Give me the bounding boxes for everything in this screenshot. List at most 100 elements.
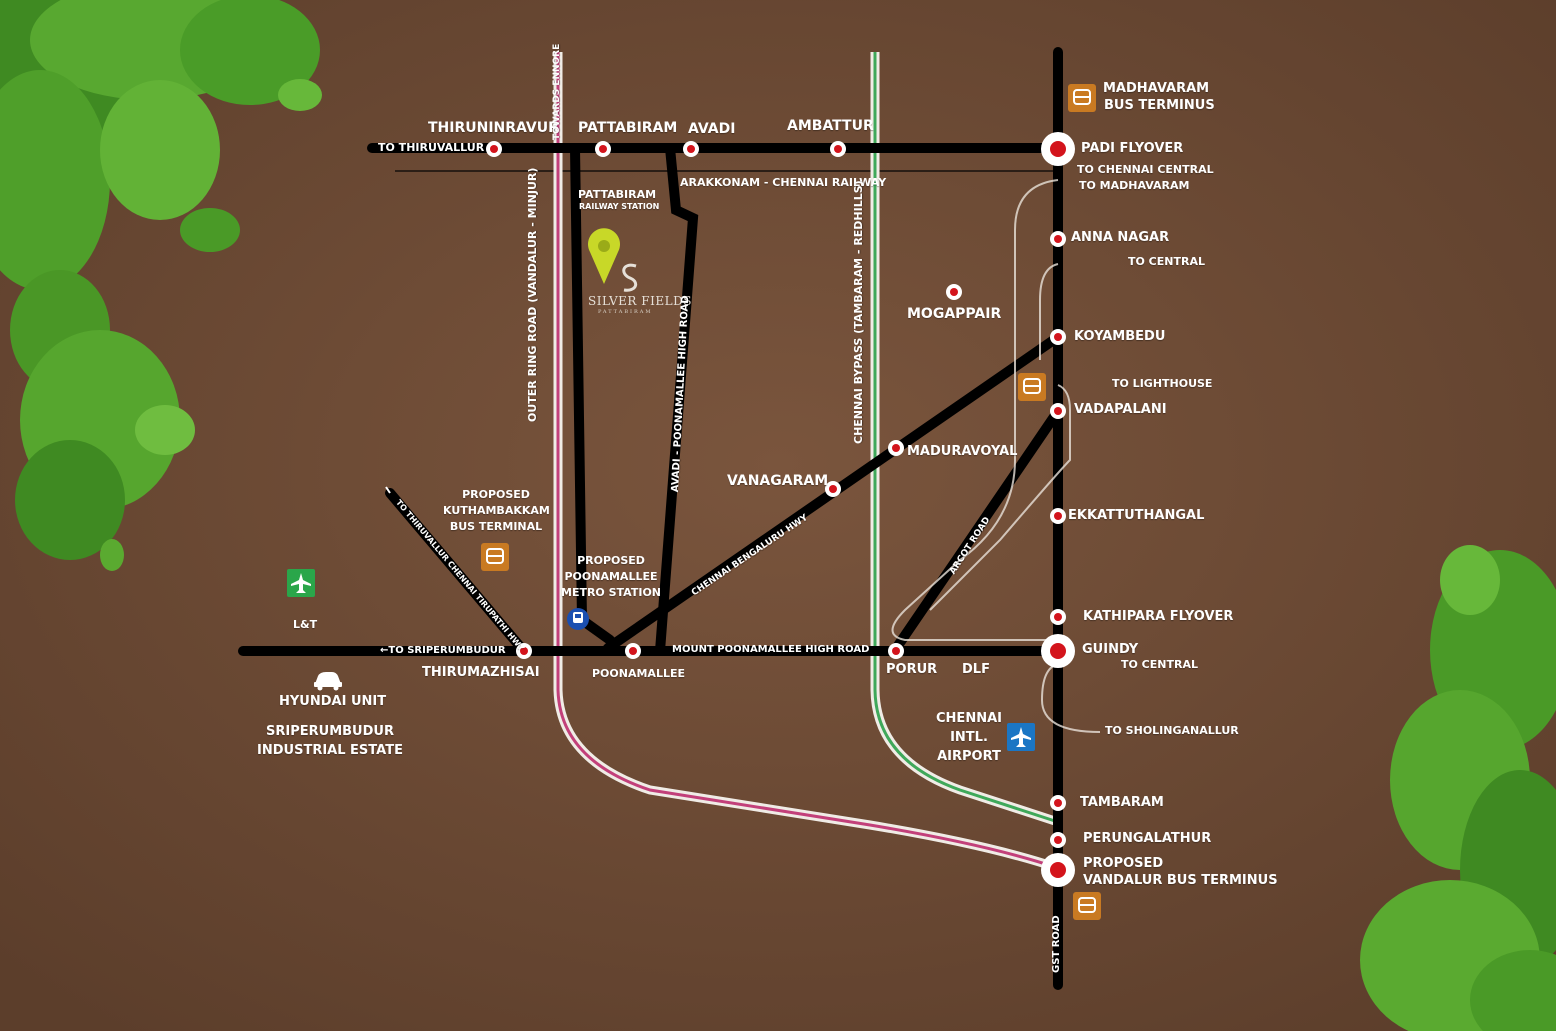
bus-icon-koyambedu <box>1018 373 1046 401</box>
label-to-central-2: TO CENTRAL <box>1121 658 1198 671</box>
label-to-sriperumbudur: ←TO SRIPERUMBUDUR <box>380 645 506 656</box>
label-vanagaram: VANAGARAM <box>727 473 829 489</box>
road-arcot <box>890 406 1063 655</box>
station-thirumazhisai[interactable] <box>516 643 532 659</box>
label-pattabiram-station-1: PATTABIRAM <box>578 188 657 201</box>
label-kuthambakkam-3: BUS TERMINAL <box>449 520 543 533</box>
label-metro-1: PROPOSED <box>577 554 645 567</box>
label-to-sriperumbudur-text: TO SRIPERUMBUDUR <box>388 645 506 656</box>
silver-fields-logo-icon <box>622 263 638 292</box>
label-thiruninravur: THIRUNINRAVUR <box>428 120 559 136</box>
station-vanagaram[interactable] <box>825 481 841 497</box>
outer-ring-road-stripe <box>556 52 1059 870</box>
label-pattabiram: PATTABIRAM <box>578 120 678 136</box>
label-metro-3: METRO STATION <box>561 586 661 599</box>
label-metro: PROPOSED POONAMALLEE METRO STATION <box>561 553 661 601</box>
station-porur[interactable] <box>888 643 904 659</box>
label-kuthambakkam-1: PROPOSED <box>462 488 530 501</box>
label-kathipara: KATHIPARA FLYOVER <box>1083 609 1234 624</box>
label-pattabiram-station-2: RAILWAY STATION <box>579 202 660 211</box>
airport-icon-lt <box>287 569 315 597</box>
station-anna-nagar[interactable] <box>1050 231 1066 247</box>
station-poonamallee[interactable] <box>625 643 641 659</box>
label-metro-2: POONAMALLEE <box>564 570 658 583</box>
label-to-sholinganallur: TO SHOLINGANALLUR <box>1105 724 1239 737</box>
station-perungalathur[interactable] <box>1050 832 1066 848</box>
station-vandalur[interactable] <box>1041 853 1075 887</box>
label-airport-2: INTL. <box>950 730 988 745</box>
label-porur: PORUR <box>886 662 938 677</box>
label-airport-3: AIRPORT <box>937 749 1001 764</box>
station-ekkattuthangal[interactable] <box>1050 508 1066 524</box>
label-avadi: AVADI <box>688 121 736 137</box>
station-kathipara[interactable] <box>1050 609 1066 625</box>
road-label-orr: OUTER RING ROAD (VANDALUR - MINJUR) <box>526 167 539 422</box>
label-mogappair: MOGAPPAIR <box>907 306 1002 322</box>
metro-icon <box>567 608 589 630</box>
station-koyambedu[interactable] <box>1050 329 1066 345</box>
station-thiruninravur[interactable] <box>486 141 502 157</box>
label-airport-1: CHENNAI <box>936 711 1002 726</box>
station-maduravoyal[interactable] <box>888 440 904 456</box>
label-madhavaram-bus-1: MADHAVARAM <box>1103 81 1210 96</box>
road-avadi-poonamallee <box>655 143 699 656</box>
label-sriperumbudur: SRIPERUMBUDUR INDUSTRIAL ESTATE <box>255 722 405 760</box>
brand-name: SILVER FIELDS <box>588 294 692 308</box>
label-sriperumbudur-1: SRIPERUMBUDUR <box>266 724 394 739</box>
bus-icon-vandalur <box>1073 892 1101 920</box>
location-pin-icon[interactable] <box>588 228 620 284</box>
connector-paths <box>891 179 1101 733</box>
label-sriperumbudur-2: INDUSTRIAL ESTATE <box>257 743 403 758</box>
label-anna-nagar: ANNA NAGAR <box>1071 230 1170 245</box>
label-to-madhavaram: TO MADHAVARAM <box>1079 179 1190 192</box>
label-kuthambakkam: PROPOSED KUTHAMBAKKAM BUS TERMINAL <box>443 487 550 535</box>
label-lt: L&T <box>293 618 318 631</box>
road-label-gst: GST ROAD <box>1051 915 1062 973</box>
label-vandalur-2: VANDALUR BUS TERMINUS <box>1083 873 1278 888</box>
station-ambattur[interactable] <box>830 141 846 157</box>
label-vadapalani: VADAPALANI <box>1074 402 1167 417</box>
station-tambaram[interactable] <box>1050 795 1066 811</box>
station-padi-flyover[interactable] <box>1041 132 1075 166</box>
airport-icon-chennai <box>1007 723 1035 751</box>
tirupathi-arrow-tip <box>385 486 391 494</box>
brand-subtitle: PATTABIRAM <box>598 309 653 315</box>
station-guindy[interactable] <box>1041 634 1075 668</box>
label-ekkattuthangal: EKKATTUTHANGAL <box>1068 508 1205 523</box>
bus-icon-kuthambakkam <box>481 543 509 571</box>
label-mount-poonamallee: MOUNT POONAMALLEE HIGH ROAD <box>672 644 870 655</box>
label-arakkonam-railway: ARAKKONAM - CHENNAI RAILWAY <box>680 176 887 189</box>
label-airport: CHENNAI INTL. AIRPORT <box>928 709 1010 766</box>
station-pattabiram[interactable] <box>595 141 611 157</box>
label-ambattur: AMBATTUR <box>787 118 874 134</box>
station-mogappair[interactable] <box>946 284 962 300</box>
label-padi-flyover: PADI FLYOVER <box>1081 141 1184 156</box>
station-avadi[interactable] <box>683 141 699 157</box>
foliage-top-left <box>0 0 322 571</box>
label-maduravoyal: MADURAVOYAL <box>907 444 1018 459</box>
label-koyambedu: KOYAMBEDU <box>1074 329 1166 344</box>
foliage-bottom-right <box>1360 545 1556 1031</box>
label-tambaram: TAMBARAM <box>1080 795 1164 810</box>
label-poonamallee: POONAMALLEE <box>592 667 685 680</box>
label-dlf: DLF <box>962 662 990 677</box>
label-to-thiruvallur: TO THIRUVALLUR <box>378 141 485 154</box>
road-label-towards-ennore: TOWARDS ENNORE <box>552 43 562 140</box>
station-vadapalani[interactable] <box>1050 403 1066 419</box>
label-to-chennai-central: TO CHENNAI CENTRAL <box>1077 163 1214 176</box>
bus-icon-madhavaram <box>1068 84 1096 112</box>
label-madhavaram-bus-2: BUS TERMINUS <box>1104 98 1215 113</box>
stations <box>486 132 1075 887</box>
label-to-lighthouse: TO LIGHTHOUSE <box>1112 377 1213 390</box>
car-icon <box>314 672 342 691</box>
label-to-central-1: TO CENTRAL <box>1128 255 1205 268</box>
label-vandalur-1: PROPOSED <box>1083 856 1164 871</box>
chennai-bypass-stripe <box>873 52 1059 824</box>
label-kuthambakkam-2: KUTHAMBAKKAM <box>443 504 550 517</box>
label-guindy: GUINDY <box>1082 642 1139 657</box>
road-label-bypass: CHENNAI BYPASS (TAMBARAM - REDHILLS) <box>852 180 865 444</box>
label-perungalathur: PERUNGALATHUR <box>1083 831 1212 846</box>
label-hyundai: HYUNDAI UNIT <box>279 694 387 709</box>
road-tirupathi-hwy <box>385 488 528 655</box>
